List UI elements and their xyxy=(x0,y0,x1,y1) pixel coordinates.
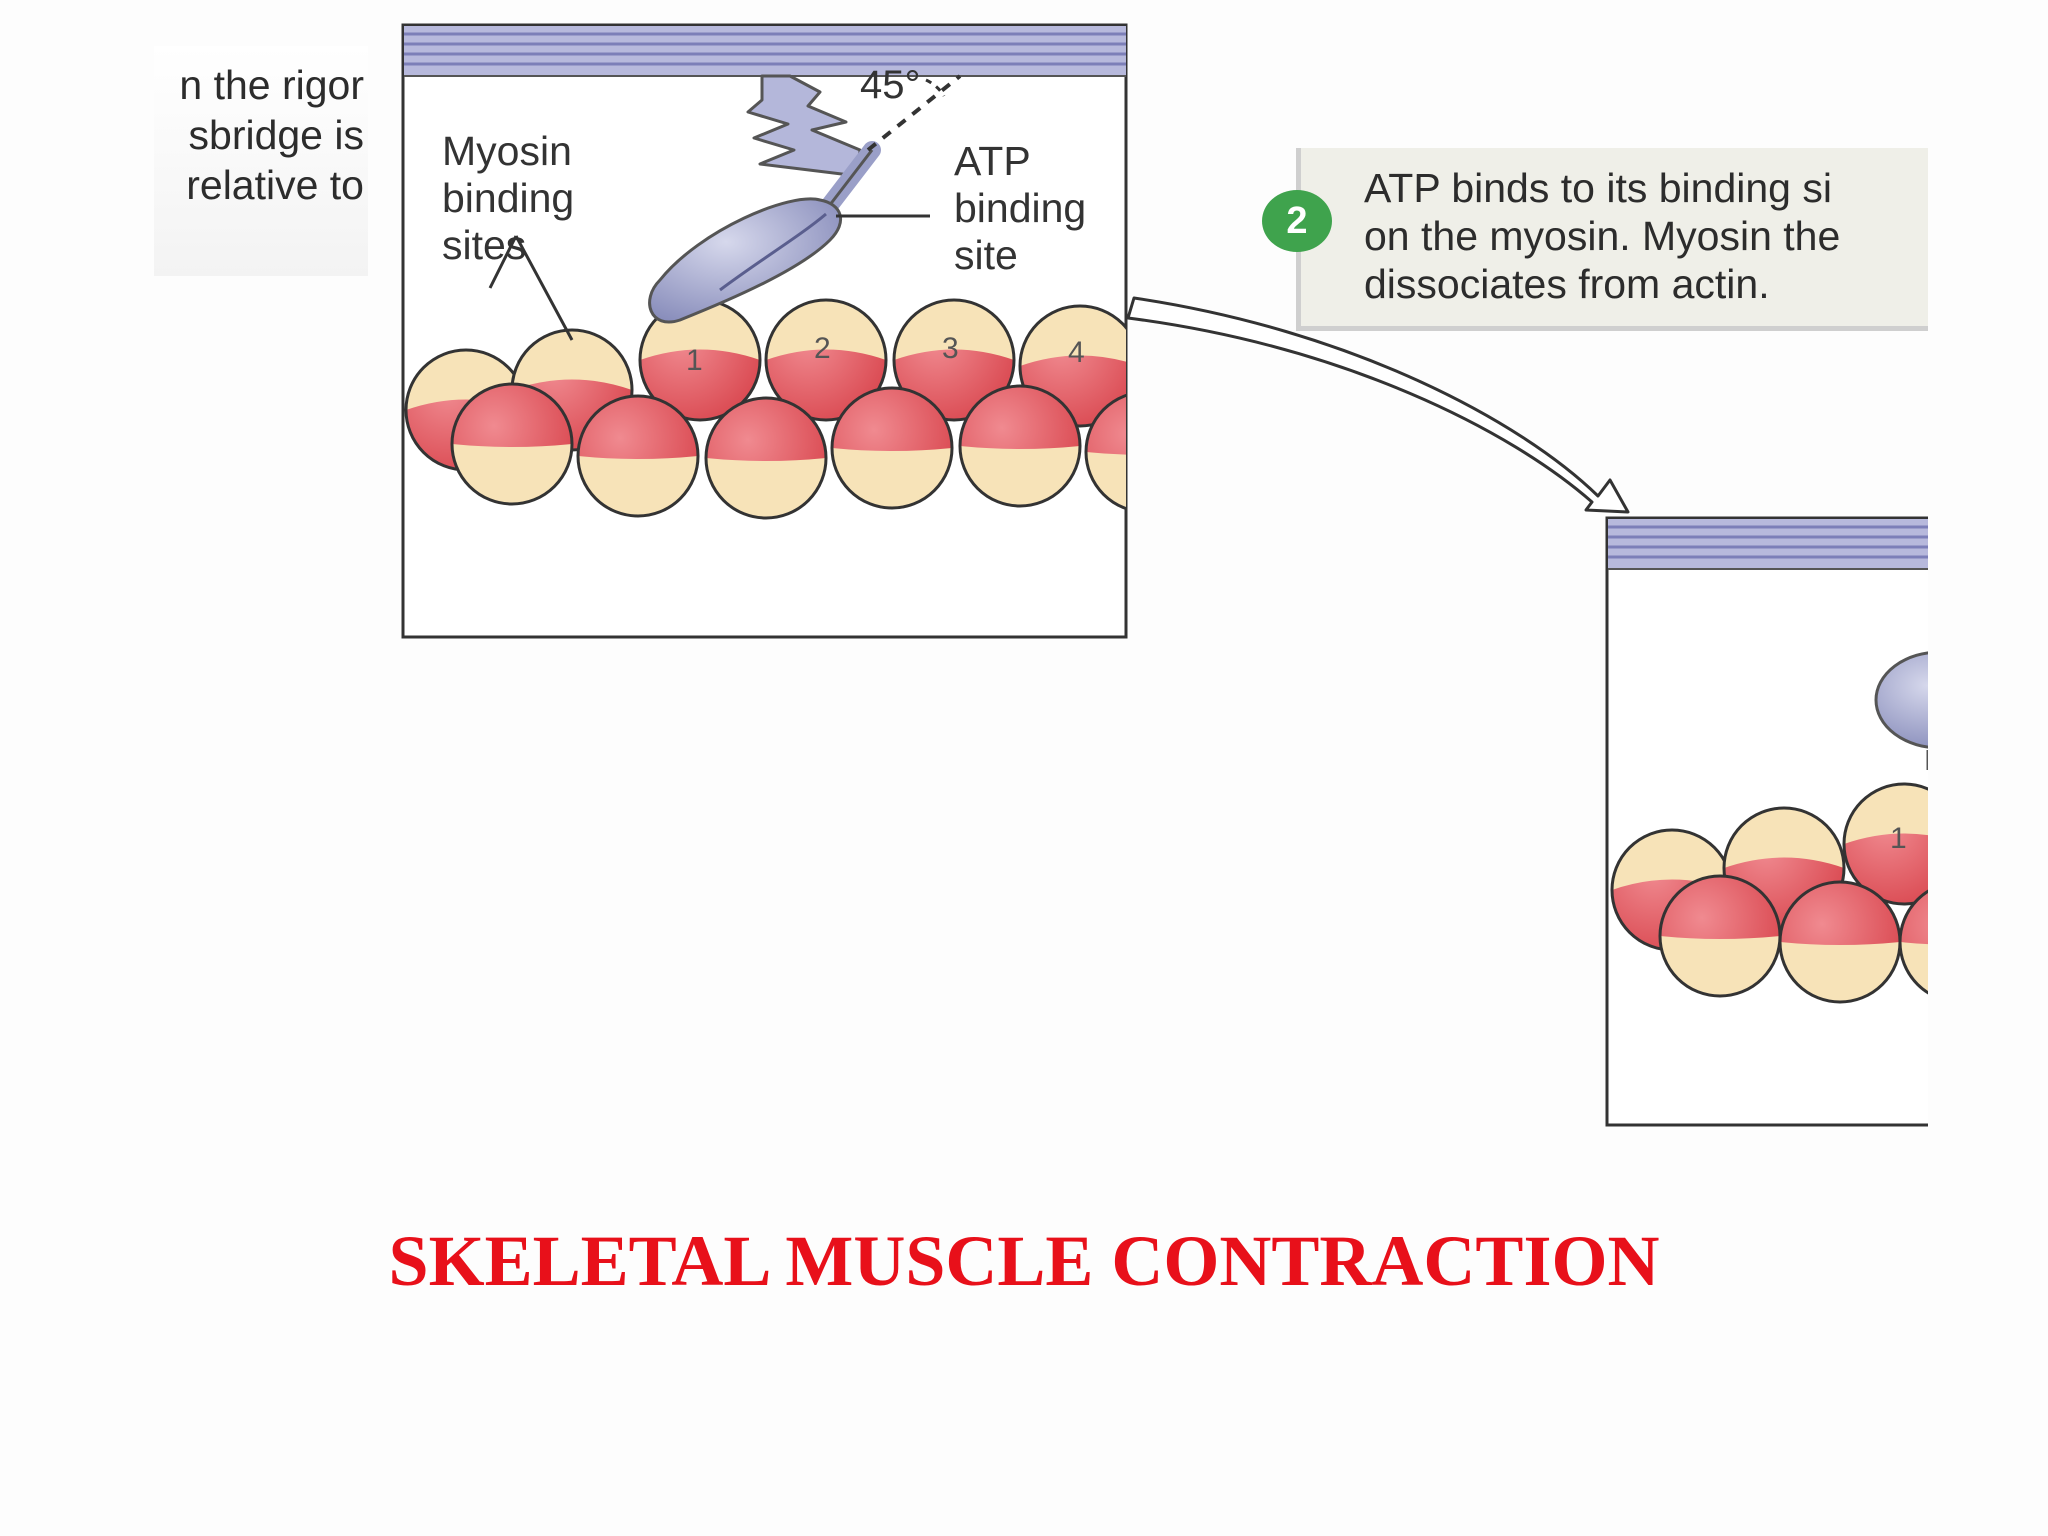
actin-monomer xyxy=(830,386,954,510)
actin-monomer xyxy=(1842,782,1928,906)
site-number: 3 xyxy=(942,332,959,365)
step2-caption-box xyxy=(1296,148,1933,331)
panel-2 xyxy=(1605,516,1928,1127)
numbered-circle-icon: 2 xyxy=(1262,190,1332,252)
site-number: 4 xyxy=(1068,336,1085,369)
label-line: ATP xyxy=(954,138,1031,184)
curved-arrow-icon xyxy=(1126,296,1630,514)
step1-caption-line: sbridge is xyxy=(188,112,364,158)
actin-monomer xyxy=(958,384,1082,508)
panel-1 xyxy=(401,23,1128,639)
myosin-site-pointer xyxy=(488,235,518,289)
actin-filament-front-row xyxy=(450,382,1126,520)
actin-monomer xyxy=(576,394,700,518)
actin-monomer xyxy=(1084,393,1126,511)
myosin-head-2 xyxy=(1874,651,1928,770)
angle-label: 45° xyxy=(860,63,921,107)
myosin-site-pointer xyxy=(514,235,574,341)
step2-caption-text: ATP binds to its binding si on the myosi… xyxy=(1364,164,1840,308)
label-line: site xyxy=(954,232,1018,278)
actin-monomer xyxy=(450,382,574,506)
label-line: binding xyxy=(954,185,1087,231)
actin-monomer xyxy=(892,298,1016,422)
step1-caption-text: n the rigor sbridge is relative to xyxy=(154,60,364,210)
step1-caption-line: n the rigor xyxy=(179,62,364,108)
actin-monomer xyxy=(704,396,828,520)
step2-caption-line: on the myosin. Myosin the xyxy=(1364,213,1841,259)
site-number: 1 xyxy=(1890,822,1907,855)
atp-binding-site-label: ATP binding site xyxy=(954,138,1086,279)
actin-filament-front-row-2 xyxy=(1658,874,1928,1004)
right-crop-mask xyxy=(1928,0,2048,1536)
page-title: SKELETAL MUSCLE CONTRACTION xyxy=(388,1221,1660,1301)
actin-monomer xyxy=(1898,889,1928,995)
site-number: 1 xyxy=(686,344,703,377)
label-line: Myosin xyxy=(442,128,572,174)
label-line: binding xyxy=(442,175,575,221)
thick-filament xyxy=(404,26,1126,77)
step2-caption-line: ATP binds to its binding si xyxy=(1364,165,1832,211)
label-line: sites xyxy=(442,222,527,268)
myosin-head xyxy=(648,74,881,324)
step1-caption-box: n the rigor sbridge is relative to xyxy=(154,46,368,276)
angle-arc xyxy=(925,78,946,97)
actin-monomer xyxy=(764,298,888,422)
thick-filament-2 xyxy=(1608,519,1928,570)
site-number: 2 xyxy=(814,332,831,365)
angle-dashed-line xyxy=(866,74,962,152)
actin-monomer xyxy=(1778,880,1902,1004)
myosin-binding-sites-label: Myosin binding sites xyxy=(442,128,574,269)
step1-caption-line: relative to xyxy=(186,162,364,208)
actin-monomer xyxy=(1658,874,1782,998)
step2-caption-line: dissociates from actin. xyxy=(1364,261,1770,307)
